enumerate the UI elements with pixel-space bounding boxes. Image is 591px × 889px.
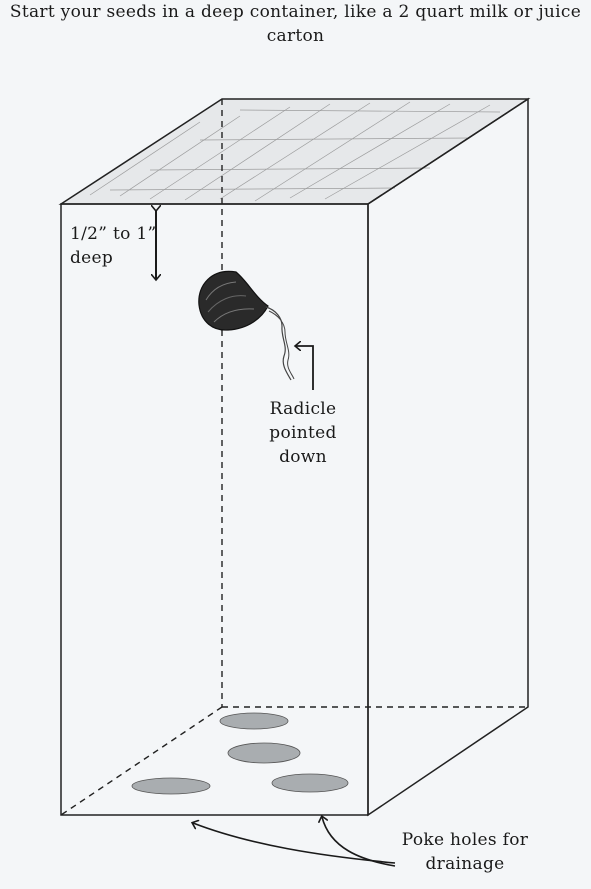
drainage-holes bbox=[131, 712, 349, 795]
radicle-label: Radicle pointed down bbox=[269, 399, 337, 467]
drainage-hole bbox=[219, 712, 289, 730]
drainage-label: Poke holes for drainage bbox=[401, 830, 529, 874]
drainage-arrows bbox=[193, 817, 396, 867]
carton-side-face bbox=[367, 97, 529, 817]
seed-illustration bbox=[198, 270, 269, 331]
radicle-arrow bbox=[296, 346, 314, 390]
radicle-root bbox=[265, 306, 292, 381]
drainage-hole bbox=[131, 777, 211, 795]
diagram-title: Start your seeds in a deep container, li… bbox=[9, 2, 582, 46]
drainage-hole bbox=[271, 773, 349, 793]
hidden-edges bbox=[60, 99, 528, 816]
carton-top-face bbox=[58, 98, 531, 205]
depth-label: 1/2” to 1” deep bbox=[70, 224, 157, 268]
drainage-hole bbox=[227, 742, 301, 764]
